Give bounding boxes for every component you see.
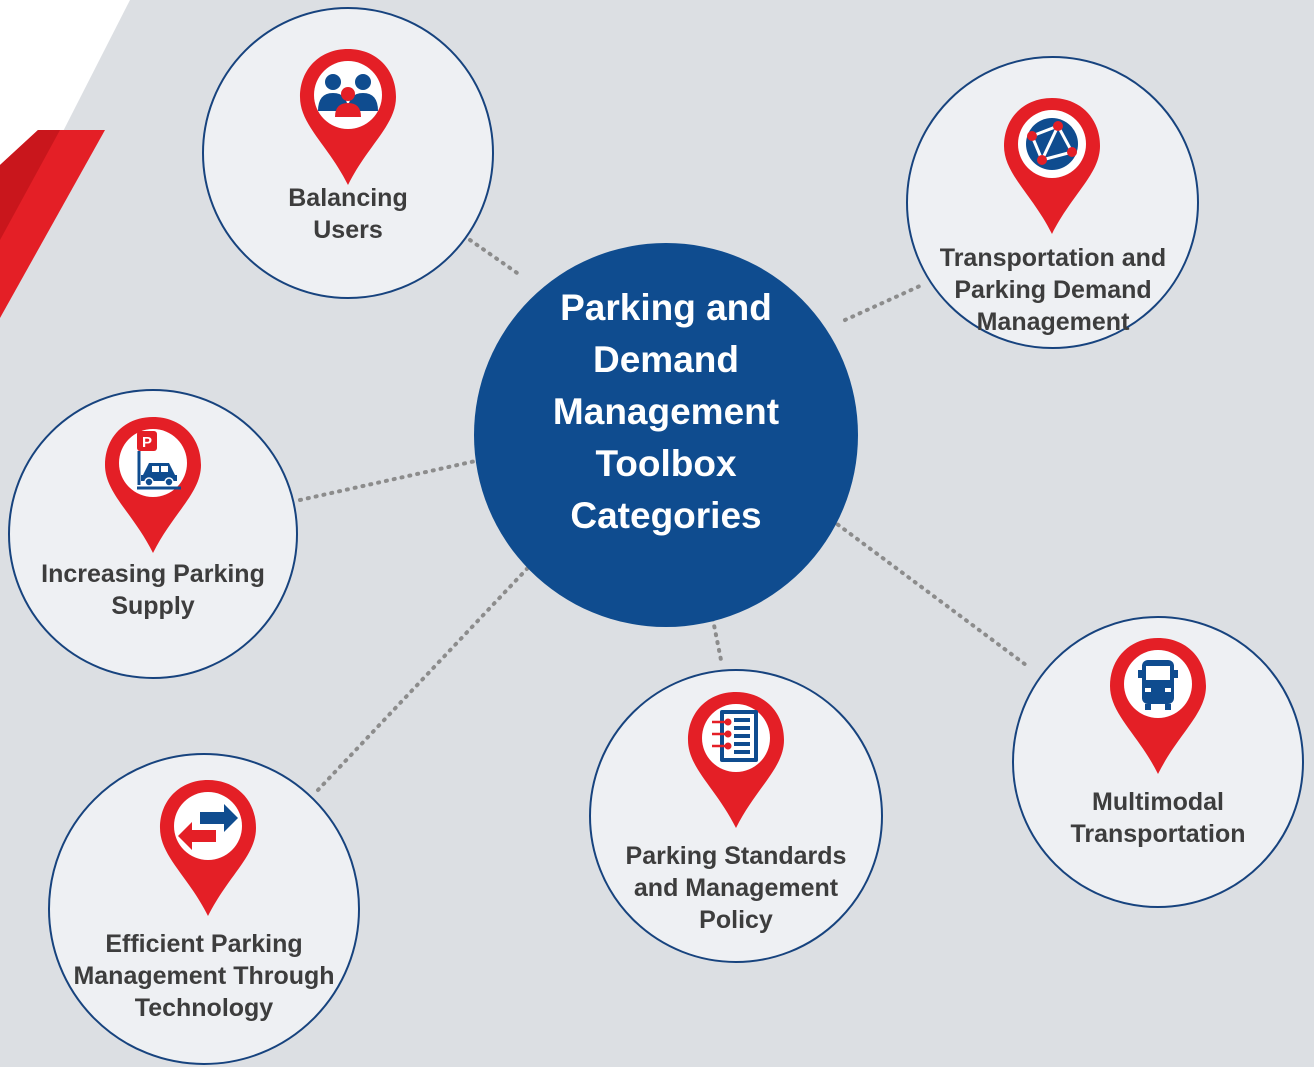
connector-technology (316, 553, 542, 792)
exchange-arrows-icon (160, 780, 256, 916)
category-label-transportation-demand: Transportation and Parking Demand Manage… (939, 244, 1167, 336)
connector-increasing-supply (298, 458, 482, 502)
category-label-technology: Efficient Parking Management Through Tec… (73, 930, 335, 1022)
parking-car-icon: P (105, 417, 201, 553)
users-group-icon (300, 49, 396, 185)
connector-multimodal (823, 513, 1032, 670)
connector-balancing-users (468, 238, 522, 277)
category-label-increasing-supply: Increasing Parking Supply (41, 560, 265, 620)
red-accent-shade (0, 130, 60, 240)
central-hub-circle (474, 243, 858, 627)
connector-transportation-demand (843, 283, 924, 322)
connector-lines (298, 238, 1032, 792)
globe-network-icon (1004, 98, 1100, 234)
bus-icon (1110, 638, 1206, 774)
category-label-standards-policy: Parking Standards and Management Policy (625, 842, 847, 934)
svg-text:P: P (142, 434, 152, 451)
checklist-document-icon (688, 692, 784, 828)
category-label-multimodal: Multimodal Transportation (1070, 788, 1246, 848)
central-hub-title: Parking and Demand Management Toolbox Ca… (552, 287, 780, 536)
category-label-balancing-users: Balancing Users (288, 184, 408, 244)
